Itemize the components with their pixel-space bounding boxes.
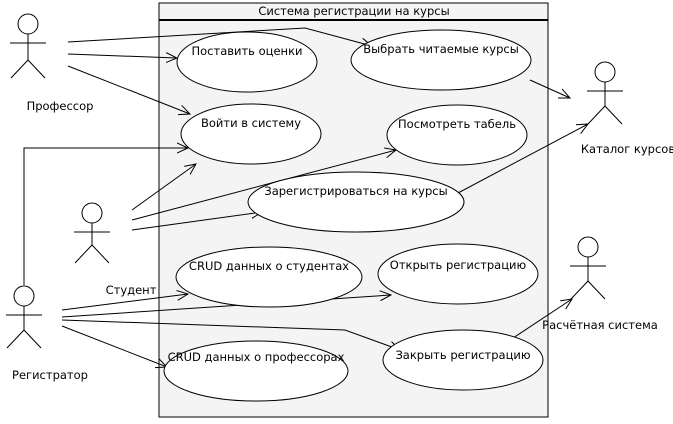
use-case-grades-label: Поставить оценки [191,44,302,58]
actor-billing-label: Расчётная система [542,318,658,332]
actor-catalog[interactable]: Каталог курсов [581,61,673,156]
actor-registrar-label: Регистратор [12,368,88,382]
use-case-crud-students[interactable]: CRUD данных о студентах [175,246,363,308]
assoc-professor-choose [67,27,372,46]
assoc-student-report [131,150,396,221]
assoc-registrar-login [23,148,188,285]
stick-figure-icon [570,236,606,300]
use-case-close-registration-label: Закрыть регистрацию [395,348,530,362]
assoc-registrar-crud-students [61,294,188,311]
actor-professor[interactable]: Профессор [10,13,94,113]
use-case-login-label: Войти в систему [201,116,301,130]
use-case-grades[interactable]: Поставить оценки [176,31,318,93]
use-case-choose-courses[interactable]: Выбрать читаемые курсы [350,29,532,91]
use-case-close-registration[interactable]: Закрыть регистрацию [382,329,544,391]
use-case-login[interactable]: Войти в систему [180,103,322,165]
use-case-crud-professors-label: CRUD данных о профессорах [168,350,345,364]
assoc-professor-login [67,65,190,114]
use-case-register-courses-label: Зарегистрироваться на курсы [264,184,447,198]
assoc-student-register [131,212,262,231]
associations [23,27,588,367]
system-title: Система регистрации на курсы [258,4,449,18]
actor-billing[interactable]: Расчётная система [542,236,658,332]
use-case-view-report[interactable]: Посмотреть табель [386,104,528,166]
use-case-open-registration-label: Открыть регистрацию [390,258,527,272]
stick-figure-icon [74,202,110,264]
actor-professor-label: Профессор [27,99,94,113]
actor-student-label: Студент [106,283,157,297]
use-case-register-courses[interactable]: Зарегистрироваться на курсы [247,171,465,233]
use-case-open-registration[interactable]: Открыть регистрацию [377,243,539,305]
assoc-choose-catalog [529,79,570,98]
assoc-registrar-crud-professors [61,325,167,367]
actor-catalog-label: Каталог курсов [581,142,673,156]
assoc-registrar-open [61,295,391,318]
stick-figure-icon [6,285,42,349]
actor-student[interactable]: Студент [74,202,157,297]
assoc-registrar-close [61,319,400,350]
assoc-professor-grades [67,54,177,58]
actor-registrar[interactable]: Регистратор [6,285,88,382]
use-case-crud-professors[interactable]: CRUD данных о профессорах [163,340,349,402]
assoc-register-catalog [457,124,588,194]
use-case-view-report-label: Посмотреть табель [398,117,516,131]
use-case-choose-courses-label: Выбрать читаемые курсы [363,42,519,56]
stick-figure-icon [587,61,623,125]
assoc-student-login [131,164,196,211]
stick-figure-icon [10,13,46,79]
use-case-crud-students-label: CRUD данных о студентах [189,259,349,273]
